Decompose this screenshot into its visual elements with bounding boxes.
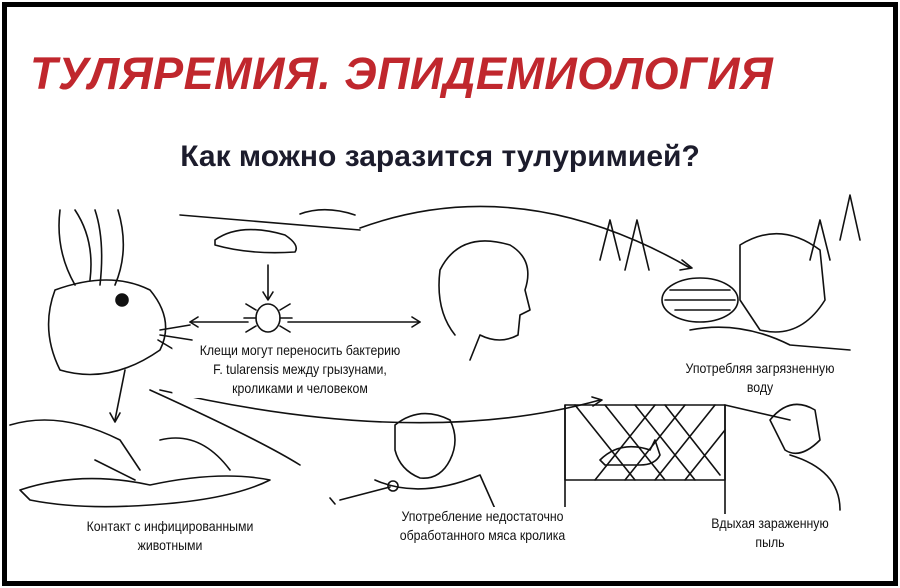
caption-dust: Вдыхая зараженную пыль	[699, 514, 841, 552]
caption-line: животными	[137, 537, 203, 553]
water-drinking-illustration	[599, 194, 861, 351]
caption-meat: Употребление недостаточно обработанного …	[383, 507, 582, 545]
caption-line: кроликами и человеком	[232, 380, 368, 396]
poster-title: ТУЛЯРЕМИЯ. ЭПИДЕМИОЛОГИЯ	[30, 48, 774, 99]
caption-line: Употребление недостаточно	[401, 508, 564, 524]
caption-contact: Контакт с инфицированными животными	[77, 517, 263, 555]
rabbit-cage-illustration	[564, 403, 841, 516]
poster-subtitle: Как можно заразится тулyримией?	[180, 140, 700, 173]
arrow-to-meat	[149, 389, 301, 466]
man-profile-illustration	[438, 240, 531, 361]
arrow-head	[679, 259, 693, 271]
caption-line: воду	[746, 379, 774, 395]
caption-water: Употребляя загрязненную воду	[667, 359, 853, 397]
caption-line: обработанного мяса кролика	[399, 527, 566, 543]
caption-line: пыль	[755, 534, 785, 550]
rabbit-head-illustration	[47, 209, 193, 376]
caption-line: Вдыхая зараженную	[711, 515, 829, 531]
skinning-illustration	[9, 419, 271, 508]
rodent-illustration	[179, 208, 361, 254]
arrow-to-dust	[159, 389, 601, 424]
arrow-to-water	[359, 205, 691, 269]
tick-illustration	[189, 264, 421, 333]
caption-line: Клещи могут переносить бактерию	[199, 342, 401, 358]
caption-line: Употребляя загрязненную	[685, 360, 835, 376]
caption-line: Контакт с инфицированными	[86, 518, 254, 534]
eating-meat-illustration	[329, 412, 501, 521]
caption-line: F. tularensis между грызунами,	[213, 361, 387, 377]
caption-ticks: Клещи могут переносить бактерию F. tular…	[172, 341, 428, 398]
